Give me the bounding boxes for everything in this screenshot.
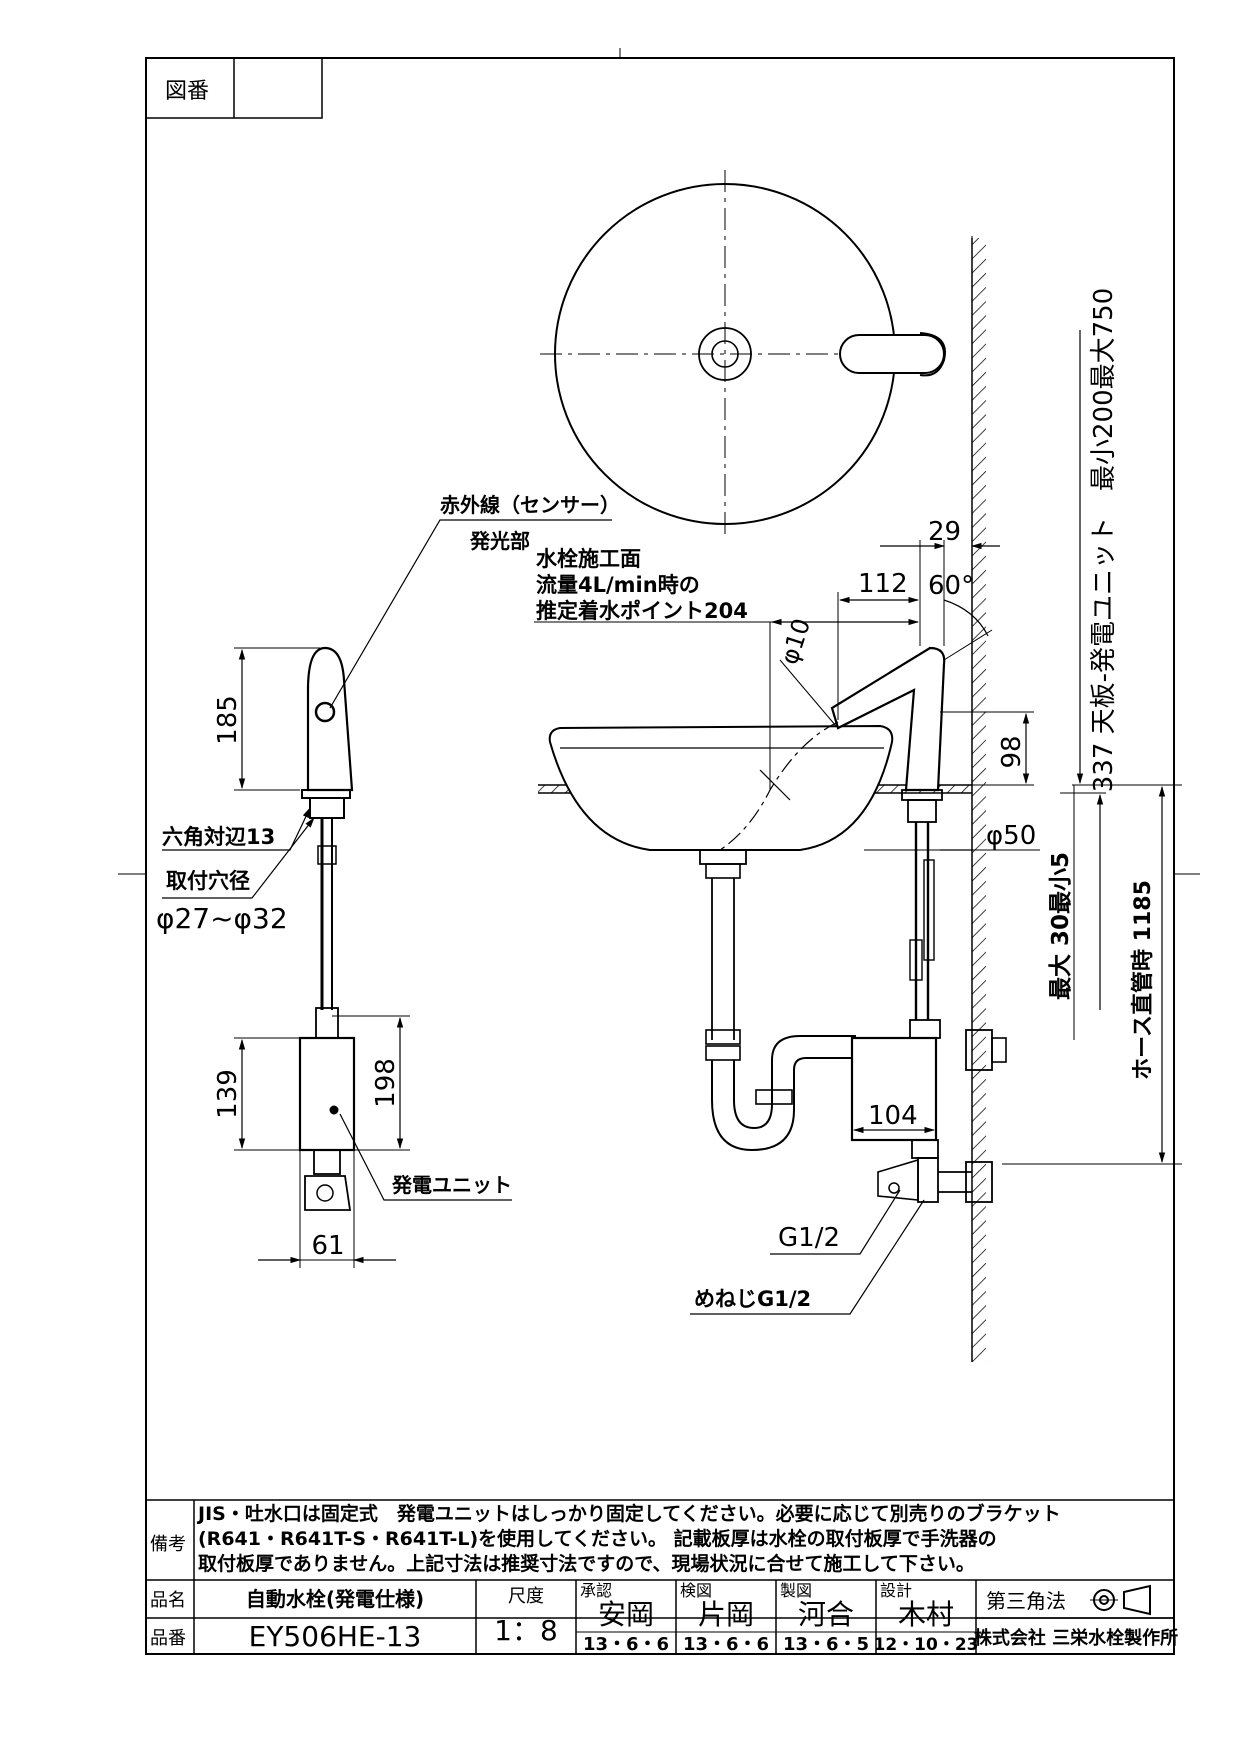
note-line-2: (R641・R641T-S・R641T-L)を使用してください。 記載板厚は水栓… — [198, 1527, 997, 1550]
approval-label: 承認 — [580, 1581, 612, 1600]
thread-label: G1/2 — [778, 1223, 840, 1253]
dim-height-185: 185 — [213, 695, 243, 745]
design-label: 設計 — [880, 1581, 912, 1600]
title-block-text: 備考 JIS・吐水口は固定式 発電ユニットはしっかり固定してください。必要に応じ… — [150, 1502, 1178, 1655]
product-no-label: 品番 — [150, 1628, 186, 1649]
top-view-spout — [839, 334, 945, 374]
draft-label: 製図 — [780, 1581, 812, 1600]
product-number: EY506HE-13 — [249, 1620, 422, 1653]
design-date: 12・10・23 — [874, 1635, 979, 1655]
approval-name: 安岡 — [598, 1598, 654, 1631]
front-spout-body — [830, 646, 946, 792]
dim-unit-139: 139 — [213, 1069, 243, 1119]
product-name-label: 品名 — [150, 1590, 186, 1611]
check-label: 検図 — [680, 1581, 712, 1600]
flow-line-label: 流量4L/min時の — [536, 573, 700, 597]
dim-104: 104 — [868, 1101, 918, 1131]
female-thread-label: めねじG1/2 — [694, 1287, 811, 1311]
emitter-label: 発光部 — [469, 529, 530, 553]
hole-label: 取付穴径 — [166, 869, 250, 893]
note-line-1: JIS・吐水口は固定式 発電ユニットはしっかり固定してください。必要に応じて別売… — [196, 1502, 1061, 1525]
landing-point-label: 推定着水ポイント204 — [536, 599, 748, 623]
hex-label: 六角対辺13 — [162, 825, 275, 849]
scale-label: 尺度 — [508, 1586, 544, 1607]
draft-name: 河合 — [798, 1598, 854, 1631]
side-view-labels: 赤外線（センサー） 発光部 185 六角対辺13 取付穴径 φ27~φ32 13… — [156, 493, 620, 1261]
side-view — [162, 519, 612, 1268]
check-date: 13・6・6 — [683, 1634, 769, 1655]
dim-range-337: 337 天板-発電ユニット 最小200最大750 — [1089, 288, 1119, 793]
draft-date: 13・6・5 — [783, 1634, 869, 1655]
mount-surface-label: 水栓施工面 — [536, 547, 641, 571]
figure-number-label: 図番 — [165, 79, 209, 104]
dim-unit-198: 198 — [371, 1058, 401, 1108]
check-name: 片岡 — [698, 1598, 754, 1631]
company-name: 株式会社 三栄水栓製作所 — [974, 1627, 1178, 1649]
third-angle-projection-icon — [1090, 1584, 1151, 1616]
top-view — [540, 170, 946, 540]
dim-98: 98 — [997, 735, 1027, 768]
figure-number-box: 図番 — [145, 57, 323, 119]
note-line-3: 取付板厚でありません。上記寸法は推奨寸法ですので、現場状況に合せて施工して下さい… — [198, 1552, 975, 1575]
hose-length: ホース直管時 1185 — [1130, 880, 1156, 1080]
dim-width-61: 61 — [311, 1231, 344, 1261]
design-name: 木村 — [898, 1598, 954, 1631]
wall — [971, 238, 986, 1362]
approval-date: 13・6・6 — [583, 1634, 669, 1655]
notes-label: 備考 — [150, 1534, 186, 1555]
product-name: 自動水栓(発電仕様) — [246, 1587, 424, 1611]
basin-section — [548, 724, 894, 851]
sensor-label: 赤外線（センサー） — [440, 493, 620, 517]
dim-29: 29 — [928, 517, 961, 547]
front-view-labels: 水栓施工面 流量4L/min時の 推定着水ポイント204 29 112 60° … — [536, 288, 1156, 1311]
stream-diameter: φ10 — [775, 615, 816, 668]
hole-value: φ27~φ32 — [156, 902, 288, 935]
scale-value: 1：8 — [494, 1614, 558, 1647]
dim-phi-50: φ50 — [986, 821, 1036, 851]
generator-unit-label: 発電ユニット — [391, 1173, 512, 1197]
projection-label: 第三角法 — [986, 1589, 1066, 1613]
dim-112: 112 — [858, 569, 908, 599]
side-generator-unit — [298, 1036, 356, 1152]
front-generator-unit — [850, 1036, 938, 1142]
plate-thickness: 最大 30最小5 — [1048, 852, 1074, 1000]
sensor-window-icon — [314, 701, 336, 723]
angle-60: 60° — [928, 571, 974, 601]
front-view — [534, 236, 1182, 1315]
title-block — [145, 1499, 1175, 1655]
